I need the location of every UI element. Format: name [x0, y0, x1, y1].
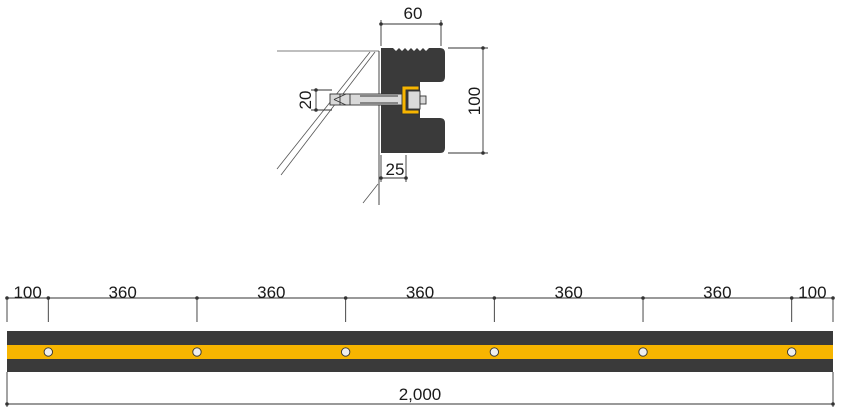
dim-section-height: 100 [448, 46, 488, 155]
total-dot-left [5, 402, 9, 406]
mounting-hole [787, 347, 797, 357]
segment-label: 360 [108, 283, 136, 302]
segment-label: 100 [13, 283, 41, 302]
dimension-dot [492, 296, 497, 300]
segment-label: 360 [257, 283, 285, 302]
yellow-reflective-strip [7, 345, 833, 359]
yellow-washer-plate [401, 85, 420, 115]
dim-section-width: 60 [379, 4, 443, 46]
elevation-view: 100 360 360 360 360 360 100 2,000 [5, 283, 835, 407]
dim-offset: 25 [379, 155, 408, 182]
dim-anchor: 20 [296, 88, 332, 112]
wall-hatching [276, 50, 380, 205]
fender-top-serration [393, 48, 429, 51]
segment-label: 360 [703, 283, 731, 302]
cross-section-view: 60 100 20 25 [276, 4, 488, 205]
dimension-dot [5, 296, 9, 300]
nut [407, 90, 421, 110]
offset-label: 25 [386, 160, 405, 179]
anchor-bolt [329, 85, 427, 115]
dimension-dot [831, 296, 835, 300]
section-height-label: 100 [465, 87, 484, 115]
dimension-dot [641, 296, 645, 300]
total-dot-right [831, 402, 835, 406]
mounting-hole [341, 347, 351, 357]
dimension-dot [343, 296, 348, 300]
dimension-dot [195, 296, 199, 300]
total-length-dimension [5, 372, 835, 407]
segment-label: 360 [554, 283, 582, 302]
mounting-hole [43, 347, 53, 357]
dimension-dot [46, 296, 51, 300]
segment-dimension-ticks [5, 296, 835, 322]
total-length-label: 2,000 [399, 385, 442, 404]
segment-label: 100 [798, 283, 826, 302]
dimension-dot [789, 296, 794, 300]
mounting-hole [638, 347, 648, 357]
mounting-holes [43, 347, 797, 357]
segment-dimension-labels: 100 360 360 360 360 360 100 [13, 283, 826, 302]
mounting-hole [489, 347, 499, 357]
section-width-label: 60 [404, 4, 423, 23]
mounting-hole [192, 347, 202, 357]
anchor-label: 20 [296, 91, 315, 110]
segment-label: 360 [406, 283, 434, 302]
